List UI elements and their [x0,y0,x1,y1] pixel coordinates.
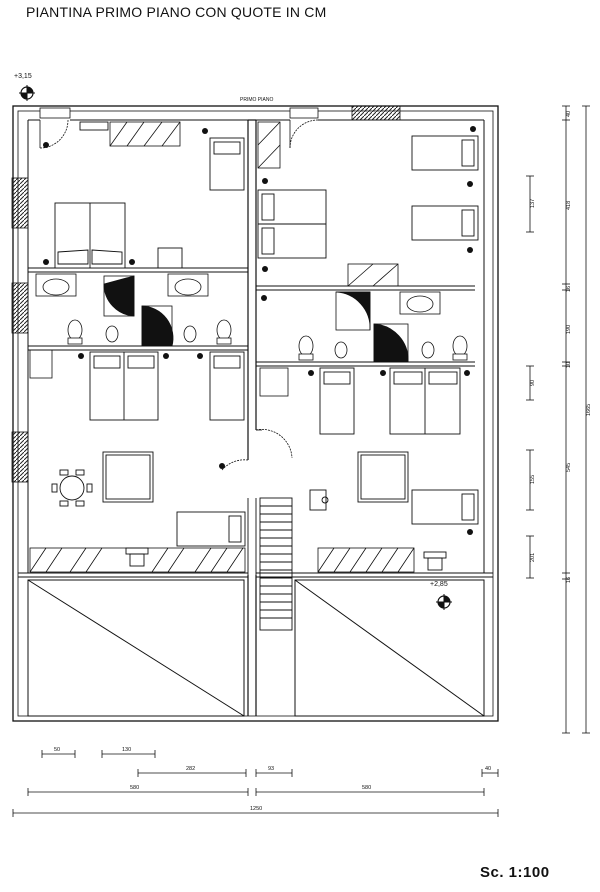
dim-282: 282 [186,766,195,772]
dim-201: 201 [530,553,536,562]
showers [103,275,409,363]
dim-418: 418 [566,201,572,210]
dim-580-right: 580 [362,785,371,791]
dim-155: 155 [530,475,536,484]
windows [11,105,401,483]
level-lower-label: +2,85 [430,581,448,588]
dim-16: 16 [566,286,572,292]
terrace-left [27,579,245,717]
plan-label: PRIMO PIANO [240,97,273,103]
vertical-dimensions [526,105,590,734]
beds [54,135,479,547]
dim-total-height: 1665 [586,404,592,416]
outer-walls [12,105,499,722]
bathroom-fixtures [35,273,468,361]
dim-130: 130 [122,747,131,753]
tables [51,121,447,571]
dim-580-left: 580 [130,785,139,791]
dim-40-vertical: 40 [566,111,572,117]
dim-10: 10 [566,362,572,368]
horizontal-dimensions [12,750,499,817]
nightstands [43,126,476,535]
dim-90: 90 [530,380,536,386]
plan-title: PIANTINA PRIMO PIANO CON QUOTE IN CM [26,4,327,20]
horizontal-dimension-labels: 50 130 282 93 40 580 580 1250 [54,747,491,812]
wardrobes [29,121,415,573]
vertical-dimension-labels: 1665 40 418 16 10 545 16 137 190 90 155 … [530,111,592,583]
staircase [247,497,293,631]
dim-545: 545 [566,463,572,472]
dim-137: 137 [530,199,536,208]
terrace-right [294,579,485,717]
dim-40: 40 [485,766,491,772]
level-marker-lower: +2,85 [430,581,452,610]
scale-label: Sc. 1:100 [480,864,550,881]
dim-16-lower: 16 [566,577,572,583]
dim-93: 93 [268,766,274,772]
dim-total-width: 1250 [250,806,262,812]
dim-190: 190 [566,325,572,334]
dim-50: 50 [54,747,60,753]
doors [39,119,319,471]
level-marker-upper: +3,15 [14,73,35,101]
level-upper-label: +3,15 [14,73,32,80]
